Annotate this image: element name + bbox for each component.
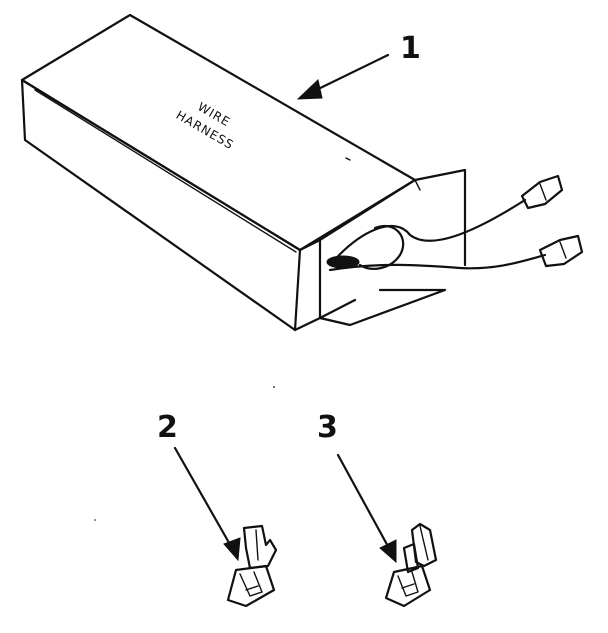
terminal-2-detail <box>245 585 259 591</box>
wire-loop <box>358 225 405 270</box>
connector-lower-ring <box>559 241 567 259</box>
terminal-part-3 <box>384 522 438 608</box>
box-front-face <box>20 78 302 332</box>
harness-wires <box>326 198 547 272</box>
terminal-3-body <box>384 564 432 608</box>
box-bottom-flap <box>293 288 447 332</box>
box-open-end <box>298 168 467 267</box>
terminal-2-body-rolls <box>239 571 263 597</box>
connector-upper-ring <box>539 183 547 201</box>
terminal-3-tab-edge <box>419 525 429 561</box>
terminal-2-crimp <box>242 524 278 570</box>
leader-arrow-2 <box>173 446 241 562</box>
leader-arrow-3 <box>336 453 397 564</box>
terminal-2-body <box>226 564 276 608</box>
terminal-3-detail <box>401 583 415 589</box>
wire-connector-upper <box>520 174 564 210</box>
callout-3: 3 <box>317 410 338 445</box>
speck <box>273 386 275 388</box>
terminal-3-crimp <box>402 542 420 574</box>
box-mark <box>345 157 351 161</box>
wire-harness-box: WIRE HARNESS <box>20 13 467 332</box>
connector-lower-sleeve <box>538 234 584 268</box>
wire-upper <box>328 198 527 267</box>
wire-connector-lower <box>538 234 584 268</box>
terminal-3-body-rolls <box>397 571 419 597</box>
connector-upper-sleeve <box>520 174 564 210</box>
terminal-2-crimp-seam <box>255 529 259 561</box>
callout-1: 1 <box>400 31 421 66</box>
callout-2: 2 <box>157 410 178 445</box>
wire-bundle-end <box>326 255 360 269</box>
terminal-part-2 <box>226 524 278 608</box>
wire-lower <box>328 253 547 272</box>
box-label: WIRE HARNESS <box>174 100 237 153</box>
box-flap-crease <box>414 179 421 191</box>
box-front-edge <box>34 89 297 253</box>
speck <box>94 519 96 521</box>
box-inner-flap <box>318 238 357 320</box>
leader-arrow-1 <box>296 53 390 100</box>
